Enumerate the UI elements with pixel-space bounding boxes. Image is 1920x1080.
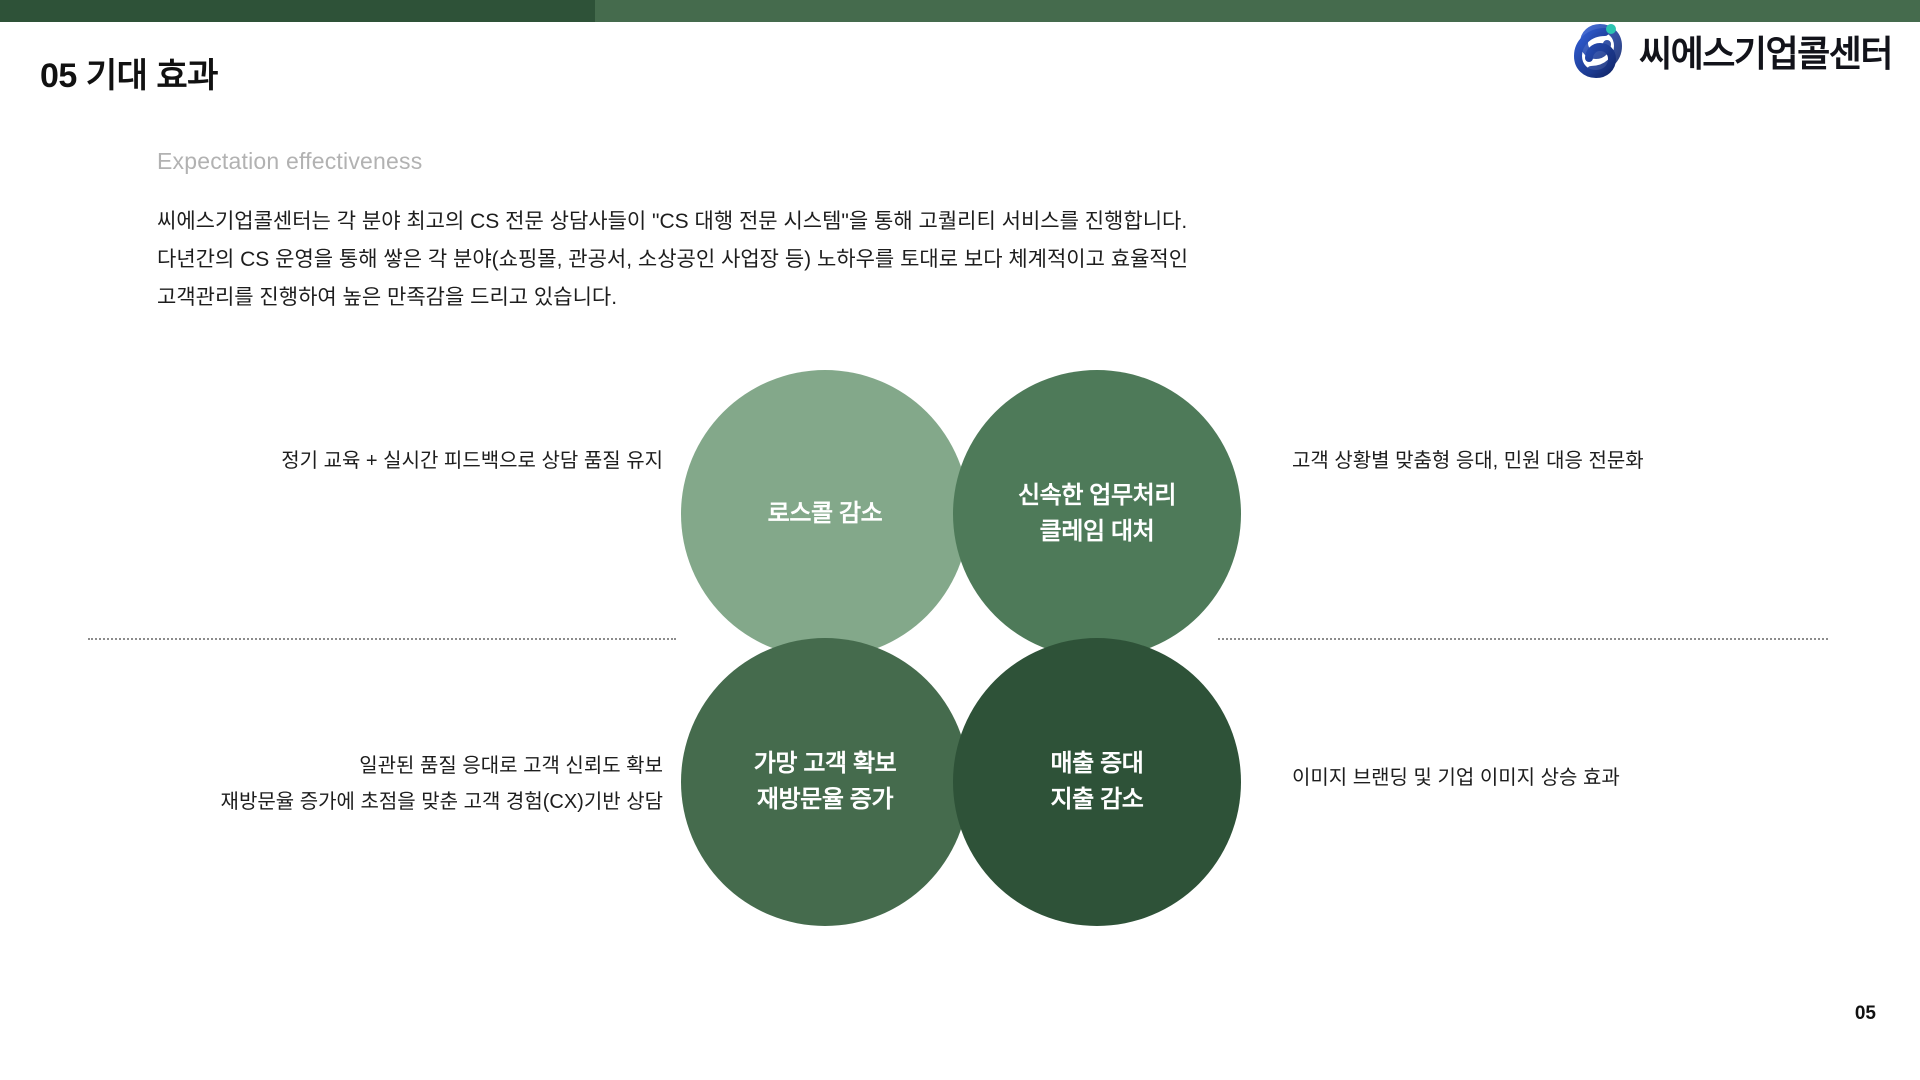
circle-bottom-left: 가망 고객 확보 재방문율 증가: [681, 638, 969, 926]
section-subtitle: Expectation effectiveness: [157, 148, 423, 174]
venn-diagram: 로스콜 감소 신속한 업무처리 클레임 대처 가망 고객 확보 재방문율 증가 …: [681, 370, 1241, 930]
circle-top-right-line-1: 신속한 업무처리: [1017, 482, 1177, 509]
brand-logo: 씨에스기업콜센터: [1569, 22, 1893, 80]
top-accent-bar-right: [595, 0, 1920, 22]
cs-spiral-logo-icon: [1569, 22, 1627, 80]
caption-top-right-line-1: 고객 상황별 맞춤형 응대, 민원 대응 전문화: [1292, 450, 1644, 472]
circle-bottom-right: 매출 증대 지출 감소: [953, 638, 1241, 926]
section-number: 05: [40, 57, 77, 95]
lead-line-3: 고객관리를 진행하여 높은 만족감을 드리고 있습니다.: [157, 286, 618, 309]
circle-top-right: 신속한 업무처리 클레임 대처: [953, 370, 1241, 658]
circle-bottom-left-line-2: 재방문율 증가: [756, 786, 894, 813]
lead-paragraph: 씨에스기업콜센터는 각 분야 최고의 CS 전문 상담사들이 "CS 대행 전문…: [157, 203, 1188, 317]
caption-top-left-line-1: 정기 교육 + 실시간 피드백으로 상담 품질 유지: [281, 450, 663, 472]
caption-top-right: 고객 상황별 맞춤형 응대, 민원 대응 전문화: [1292, 443, 1644, 479]
circle-bottom-right-line-2: 지출 감소: [1050, 786, 1144, 813]
caption-bottom-left-line-1: 일관된 품질 응대로 고객 신뢰도 확보: [359, 755, 663, 777]
lead-line-2: 다년간의 CS 운영을 통해 쌓은 각 분야(쇼핑몰, 관공서, 소상공인 사업…: [157, 248, 1189, 271]
circle-top-left: 로스콜 감소: [681, 370, 969, 658]
circle-top-right-line-2: 클레임 대처: [1039, 518, 1155, 545]
divider-right: [1218, 638, 1828, 640]
lead-line-1: 씨에스기업콜센터는 각 분야 최고의 CS 전문 상담사들이 "CS 대행 전문…: [157, 210, 1188, 233]
caption-bottom-right-line-1: 이미지 브랜딩 및 기업 이미지 상승 효과: [1292, 767, 1620, 789]
caption-bottom-left: 일관된 품질 응대로 고객 신뢰도 확보 재방문율 증가에 초점을 맞춘 고객 …: [221, 748, 663, 820]
top-accent-bar: [0, 0, 1920, 22]
caption-bottom-left-line-2: 재방문율 증가에 초점을 맞춘 고객 경험(CX)기반 상담: [220, 791, 663, 813]
circle-bottom-left-line-1: 가망 고객 확보: [753, 750, 897, 777]
divider-left: [88, 638, 676, 640]
page-number: 05: [1854, 1003, 1876, 1024]
circle-top-left-line-1: 로스콜 감소: [767, 500, 883, 527]
caption-bottom-right: 이미지 브랜딩 및 기업 이미지 상승 효과: [1292, 760, 1620, 796]
circle-bottom-right-line-1: 매출 증대: [1050, 750, 1144, 777]
caption-top-left: 정기 교육 + 실시간 피드백으로 상담 품질 유지: [281, 443, 663, 479]
section-title: 기대 효과: [85, 57, 219, 95]
brand-name: 씨에스기업콜센터: [1639, 33, 1893, 74]
top-accent-bar-left: [0, 0, 595, 22]
